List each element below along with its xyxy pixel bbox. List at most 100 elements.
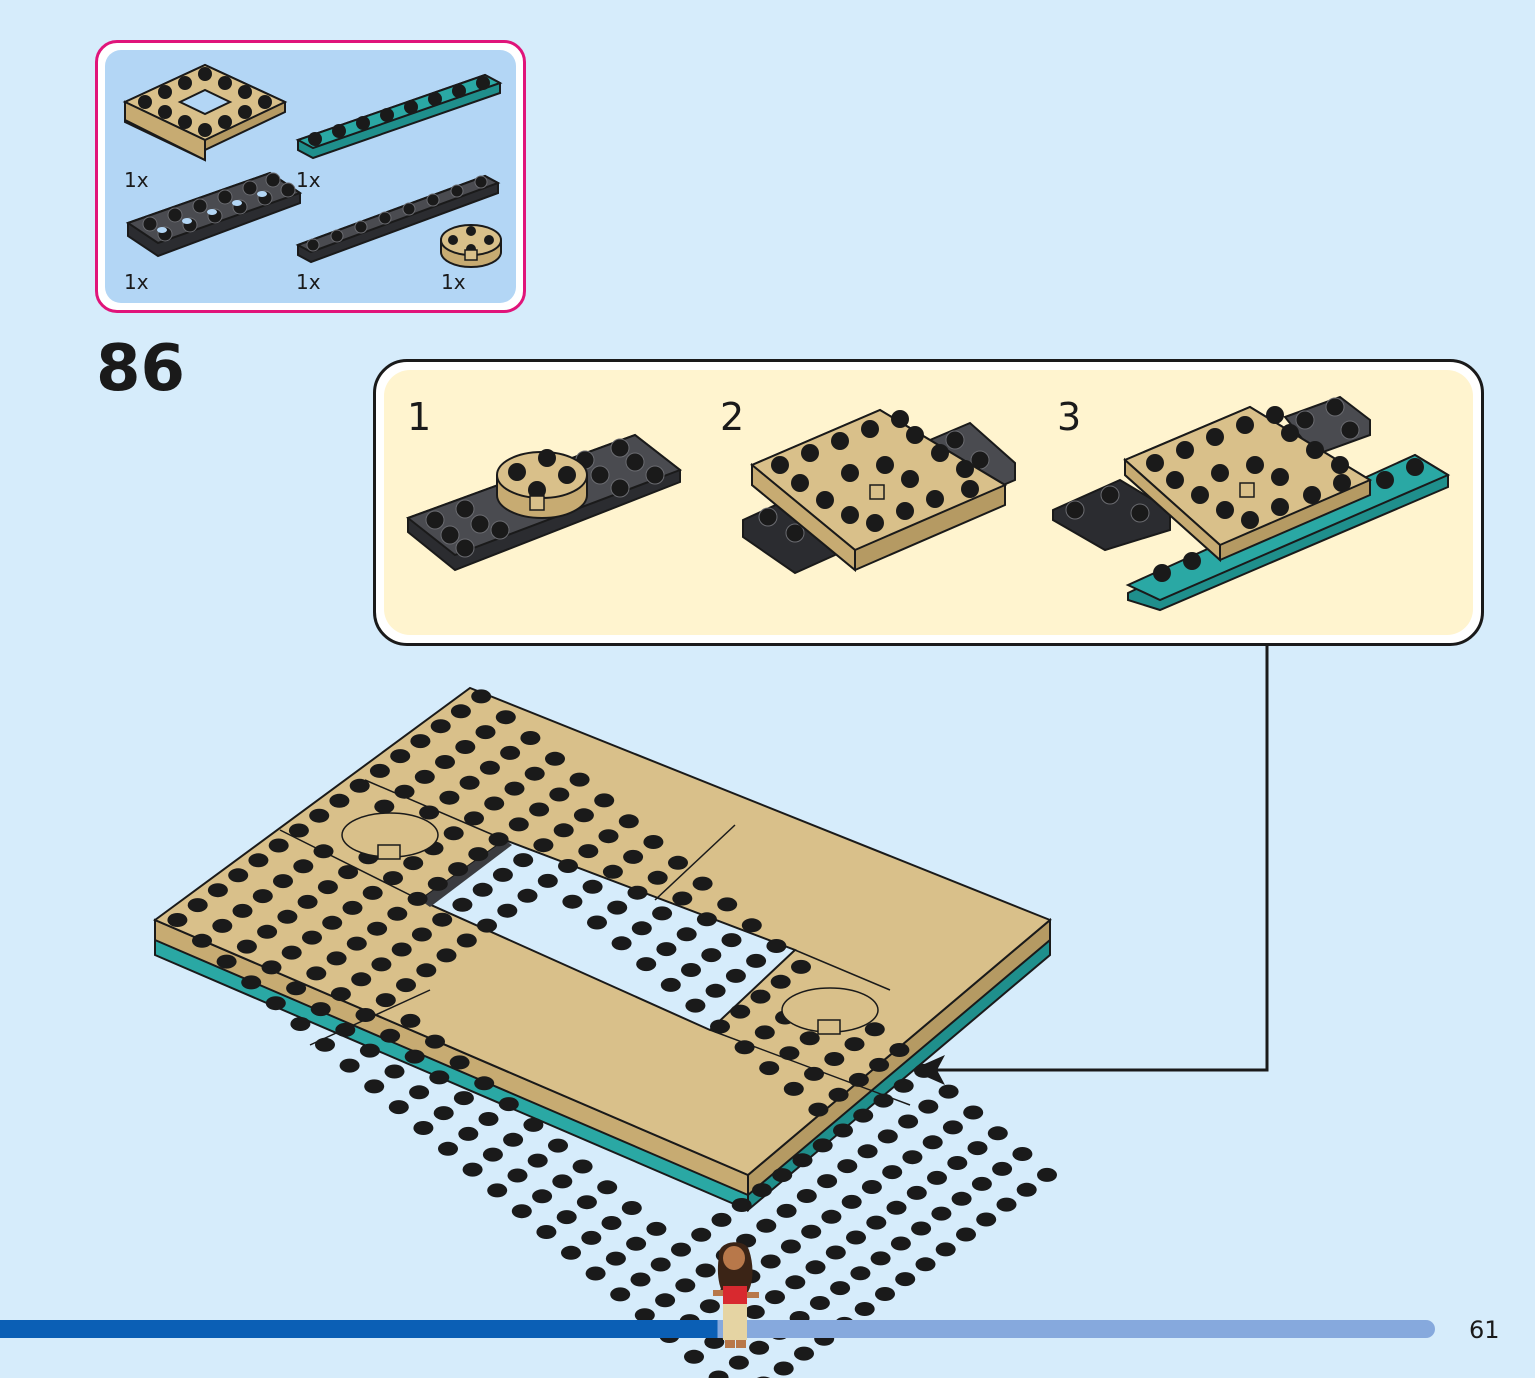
stud bbox=[785, 1275, 806, 1290]
stud bbox=[741, 918, 762, 933]
stud bbox=[545, 751, 565, 766]
stud bbox=[338, 865, 359, 880]
stud bbox=[935, 1242, 956, 1257]
page-number: 61 bbox=[1469, 1316, 1500, 1344]
stud bbox=[671, 1242, 691, 1257]
stud bbox=[228, 868, 249, 883]
stud bbox=[527, 1153, 548, 1168]
stud bbox=[413, 1121, 434, 1135]
stud bbox=[411, 927, 432, 942]
stud bbox=[630, 1272, 651, 1287]
stud bbox=[701, 948, 722, 963]
stud bbox=[349, 778, 370, 793]
part-quantity: 1x bbox=[296, 168, 321, 192]
stud bbox=[853, 1108, 874, 1123]
stud bbox=[403, 856, 424, 871]
stud bbox=[388, 1100, 409, 1115]
stud bbox=[841, 1194, 862, 1209]
stud bbox=[474, 1076, 495, 1091]
stud bbox=[487, 1183, 508, 1198]
stud bbox=[864, 1022, 885, 1037]
stud bbox=[297, 894, 318, 909]
part-quantity: 1x bbox=[124, 168, 149, 192]
stud bbox=[335, 1022, 356, 1037]
stud bbox=[854, 1302, 875, 1316]
stud bbox=[449, 1055, 470, 1070]
stud bbox=[517, 888, 538, 903]
stud bbox=[833, 1123, 853, 1138]
stud bbox=[553, 823, 574, 838]
stud bbox=[744, 1305, 765, 1319]
stud bbox=[315, 1037, 335, 1052]
stud bbox=[681, 963, 701, 977]
progress-fill bbox=[0, 1320, 718, 1338]
stud bbox=[817, 1174, 838, 1189]
stud bbox=[848, 1072, 869, 1087]
stud bbox=[830, 1281, 851, 1296]
stud bbox=[537, 873, 558, 888]
substep-number: 1 bbox=[407, 395, 432, 439]
stud bbox=[281, 945, 302, 960]
stud bbox=[938, 1084, 959, 1099]
stud bbox=[951, 1191, 972, 1206]
stud bbox=[439, 790, 460, 805]
stud bbox=[497, 903, 518, 918]
stud bbox=[770, 974, 791, 989]
stud bbox=[621, 1201, 642, 1215]
stud bbox=[967, 1141, 988, 1156]
stud bbox=[414, 769, 435, 784]
stud bbox=[433, 1106, 454, 1121]
stud bbox=[484, 796, 505, 811]
teal-long-plate-icon bbox=[295, 73, 503, 160]
stud bbox=[492, 867, 513, 882]
stud bbox=[708, 1370, 729, 1378]
stud bbox=[799, 1031, 820, 1046]
stud bbox=[329, 793, 350, 808]
stud bbox=[809, 1296, 830, 1310]
stud bbox=[650, 1257, 671, 1272]
stud bbox=[452, 897, 473, 912]
stud bbox=[717, 897, 738, 912]
stud bbox=[705, 983, 726, 998]
stud bbox=[889, 1043, 910, 1057]
stud bbox=[572, 1159, 593, 1174]
stud bbox=[475, 725, 496, 740]
stud bbox=[636, 957, 657, 972]
stud bbox=[1016, 1182, 1037, 1197]
stud bbox=[870, 1251, 891, 1266]
stud bbox=[290, 1017, 311, 1031]
stud bbox=[293, 859, 314, 874]
stud bbox=[828, 1087, 849, 1102]
stud bbox=[548, 1138, 568, 1153]
stud bbox=[268, 838, 289, 853]
stud bbox=[906, 1185, 927, 1200]
stud bbox=[309, 808, 330, 823]
stud bbox=[877, 1129, 898, 1144]
stud bbox=[869, 1057, 890, 1072]
stud bbox=[947, 1156, 968, 1170]
stud bbox=[409, 1085, 430, 1100]
tan-plate-with-hole-icon bbox=[122, 63, 288, 162]
stud bbox=[895, 1272, 916, 1287]
stud bbox=[459, 775, 480, 790]
stud bbox=[500, 745, 521, 760]
stud bbox=[976, 1212, 997, 1227]
stud bbox=[914, 1063, 934, 1078]
stud bbox=[987, 1126, 1008, 1141]
stud bbox=[676, 927, 697, 942]
stud bbox=[631, 921, 652, 936]
stud bbox=[824, 1052, 845, 1066]
stud bbox=[602, 864, 623, 879]
part-quantity: 1x bbox=[296, 270, 321, 294]
stud bbox=[866, 1215, 887, 1230]
stud bbox=[339, 1058, 360, 1073]
stud bbox=[844, 1037, 865, 1052]
stud bbox=[730, 1004, 751, 1019]
stud bbox=[306, 966, 327, 981]
stud bbox=[207, 883, 228, 898]
stud bbox=[780, 1239, 801, 1254]
stud bbox=[750, 989, 771, 1004]
stud bbox=[915, 1257, 936, 1272]
stud bbox=[585, 1266, 606, 1281]
stud bbox=[627, 885, 648, 900]
